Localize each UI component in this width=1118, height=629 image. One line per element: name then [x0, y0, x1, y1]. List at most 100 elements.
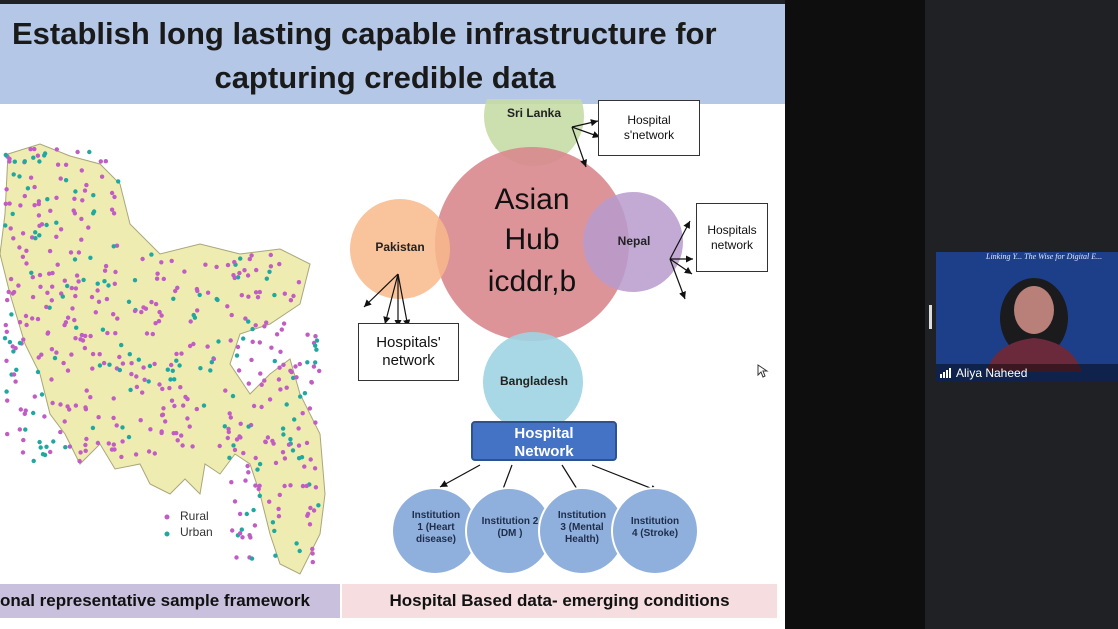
sample-dot — [225, 435, 230, 441]
sample-dot — [112, 194, 117, 200]
sample-dot — [263, 439, 268, 444]
sample-dot — [259, 404, 264, 410]
sample-dot — [102, 279, 107, 284]
sample-dot — [11, 349, 16, 354]
sample-dot — [175, 438, 180, 443]
sample-dot — [45, 331, 50, 336]
sample-dot — [222, 424, 227, 429]
sample-dot — [296, 426, 301, 431]
sample-dot — [223, 388, 228, 393]
sample-dot — [8, 226, 13, 231]
participant-video-tile[interactable]: Linking Y... The Wise for Digital E... A… — [936, 252, 1118, 382]
sample-dot — [310, 546, 315, 552]
sample-dot — [24, 261, 29, 266]
sample-dot — [262, 378, 267, 383]
sample-dot — [309, 380, 314, 385]
sample-dot — [209, 360, 214, 365]
sample-dot — [229, 312, 234, 318]
sample-dot — [305, 513, 310, 518]
sample-dot — [277, 365, 282, 370]
sample-dot — [39, 392, 45, 397]
title-band — [0, 4, 785, 104]
sample-dot — [167, 385, 172, 391]
sample-dot — [44, 222, 49, 228]
sample-dot — [50, 270, 55, 276]
sample-dot — [80, 198, 85, 203]
sample-dot — [75, 149, 80, 155]
sample-dot — [12, 159, 17, 164]
sample-dot — [273, 460, 279, 466]
sample-dot — [179, 351, 184, 356]
participant-name: Aliya Naheed — [956, 366, 1028, 380]
hub-line-3: icddr,b — [487, 265, 577, 298]
sample-dot — [23, 313, 29, 319]
title-line-1: Establish long lasting capable infrastru… — [12, 16, 717, 51]
sample-dot — [203, 262, 208, 267]
sample-dot — [278, 349, 283, 354]
sample-dot — [76, 250, 82, 255]
sample-dot — [147, 363, 153, 369]
sample-dot — [142, 377, 147, 382]
sample-dot — [153, 321, 158, 326]
video-panel-divider[interactable] — [929, 305, 932, 329]
sample-dot — [311, 364, 317, 369]
sample-dot — [257, 493, 262, 498]
bangladesh-label: Bangladesh — [499, 374, 568, 388]
sample-dot — [11, 289, 17, 295]
sample-dot — [136, 357, 141, 362]
sample-dot — [72, 196, 77, 201]
sample-dot — [174, 358, 179, 363]
sample-dot — [172, 377, 177, 382]
sample-dot — [268, 252, 273, 258]
sample-dot — [152, 361, 157, 367]
sample-dot — [49, 347, 55, 352]
sample-dot — [90, 425, 96, 431]
sample-dot — [235, 344, 241, 350]
sample-dot — [288, 298, 294, 303]
sample-dot — [65, 368, 71, 373]
sample-dot — [232, 499, 238, 504]
sample-dot — [6, 289, 11, 295]
sample-dot — [225, 262, 231, 268]
sample-dot — [78, 337, 83, 342]
sample-dot — [3, 152, 8, 158]
sample-dot — [39, 352, 44, 357]
sample-dot — [111, 415, 116, 421]
sample-dot — [194, 406, 199, 412]
sample-dot — [268, 264, 274, 269]
sample-dot — [44, 444, 49, 449]
sample-dot — [239, 527, 244, 532]
sample-dot — [279, 327, 284, 332]
sample-dot — [120, 439, 125, 444]
sample-dot — [97, 363, 103, 368]
sample-dot — [257, 289, 262, 295]
sample-dot — [63, 445, 68, 450]
sample-dot — [259, 382, 264, 387]
sample-dot — [20, 231, 26, 236]
sample-dot — [177, 363, 182, 368]
sample-dot — [54, 220, 59, 225]
sample-dot — [314, 338, 320, 343]
sample-dot — [284, 385, 289, 390]
sample-dot — [73, 189, 78, 194]
sample-dot — [180, 443, 185, 448]
sample-dot — [198, 366, 203, 371]
sample-dot — [31, 155, 36, 160]
sample-dot — [37, 439, 42, 445]
sample-dot — [138, 418, 143, 423]
sample-dot — [120, 425, 125, 430]
sample-dot — [286, 442, 292, 447]
hub-label: Asian Hub icddr,b — [462, 180, 602, 302]
sample-dot — [11, 172, 16, 177]
sample-dot — [81, 277, 86, 283]
sample-dot — [302, 464, 307, 469]
sample-dot — [95, 281, 100, 286]
sample-dot — [4, 187, 9, 192]
sri-lanka-label: Sri Lanka — [506, 106, 562, 120]
sample-dot — [31, 410, 36, 416]
sample-dot — [243, 316, 248, 321]
sample-dot — [280, 426, 286, 431]
pakistan-label: Pakistan — [375, 240, 425, 254]
sample-dot — [107, 362, 112, 367]
sample-dot — [274, 332, 280, 337]
